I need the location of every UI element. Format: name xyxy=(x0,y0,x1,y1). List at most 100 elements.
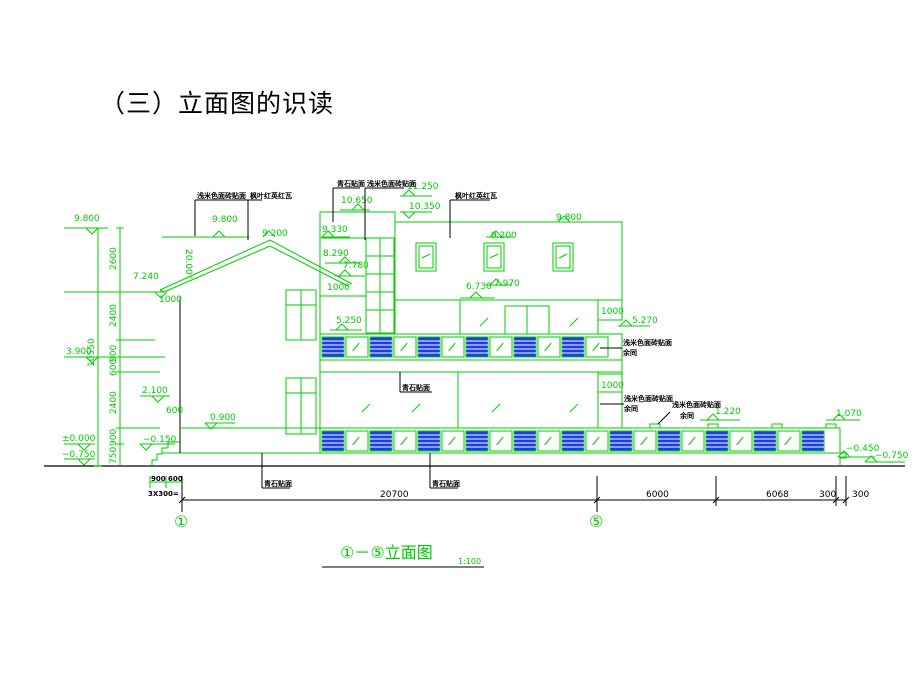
label-balcony-1b: 余同 xyxy=(622,348,637,357)
railing-panel xyxy=(489,430,513,452)
horizontal-dimensions: 900 600 3X300= 20700 6000 6068 300 300 xyxy=(148,475,869,512)
railing-panel xyxy=(393,336,417,358)
axis-markers: ① ⑤ xyxy=(174,512,603,531)
dim-1000-d: 1000 xyxy=(601,381,624,391)
ground-floor: 1000 xyxy=(319,372,624,428)
railing-panel xyxy=(561,430,585,452)
railing-panel xyxy=(753,430,777,452)
label-roof-tile-right: 枫叶红英红瓦 xyxy=(455,191,497,200)
window-lower-left xyxy=(285,377,317,435)
glass-mark xyxy=(688,436,696,446)
right-main-block: 9.800 9.200 7.970 6.730 1000 xyxy=(330,213,658,335)
railing-panel xyxy=(585,336,609,358)
railing-panel xyxy=(513,336,537,358)
vertical-dimension-chain: 2600 2400 10550 900 600 2400 900 750 xyxy=(87,227,160,467)
railing-panel xyxy=(417,430,441,452)
glass-mark xyxy=(448,342,456,352)
railing-panel xyxy=(657,430,681,452)
angle-20: 20.00° xyxy=(183,249,193,279)
caption-main: ①－⑤立面图 xyxy=(340,543,433,562)
label-stone-bottom-1: 青石贴面 xyxy=(264,479,292,488)
railing-panel xyxy=(321,336,345,358)
window-top-1 xyxy=(415,242,437,272)
glass-mark xyxy=(352,436,360,446)
hdim-300a: 300 xyxy=(819,490,836,500)
elev-0900: 0.900 xyxy=(210,413,236,423)
glass-mark xyxy=(496,342,504,352)
elev-11250: 11.250 xyxy=(407,182,439,192)
lower-balcony: 1.220 1.070 −0.450 −0.750 xyxy=(319,407,909,466)
railing-panel xyxy=(465,336,489,358)
railing-panel xyxy=(369,430,393,452)
elev-m0150: −0.150 xyxy=(143,435,177,445)
railing-panel xyxy=(777,430,801,452)
axis-1: ① xyxy=(174,512,188,531)
elev-10350: 10.350 xyxy=(409,202,441,212)
label-railing-b: 余同 xyxy=(679,411,694,420)
railing-panel xyxy=(585,430,609,452)
glass-mark xyxy=(784,436,792,446)
glass-mark xyxy=(400,436,408,446)
elev-7970: 7.970 xyxy=(494,279,520,289)
elev-7780: 7.780 xyxy=(343,261,369,271)
elev-6730: 6.730 xyxy=(466,282,492,292)
railing-panel xyxy=(633,430,657,452)
railing-panel xyxy=(705,430,729,452)
label-stone-top: 青石贴面 xyxy=(337,179,365,188)
glass-mark xyxy=(400,342,408,352)
railing-panel xyxy=(561,336,585,358)
window-upper-left xyxy=(285,289,317,341)
elev-9800-b: 9.800 xyxy=(556,213,582,223)
slide-title: （三）立面图的识读 xyxy=(100,89,335,118)
railing-panel xyxy=(321,430,345,452)
window-top-2 xyxy=(483,242,505,272)
elev-8290: 8.290 xyxy=(323,249,349,259)
drawing-caption: ①－⑤立面图 1:100 xyxy=(322,543,484,568)
elev-5250: 5.250 xyxy=(336,316,362,326)
elev-left-1: 7.240 xyxy=(133,272,159,282)
upper-balcony-panels xyxy=(321,336,609,358)
glass-mark xyxy=(496,436,504,446)
vdim-750: 750 xyxy=(109,447,119,464)
dim-600-a: 600 xyxy=(166,406,183,416)
vdim-900a: 900 xyxy=(109,345,119,362)
elev-10650: 10.650 xyxy=(341,196,373,206)
label-roof-tile: 枫叶红英红瓦 xyxy=(250,191,292,200)
elev-5270: 5.270 xyxy=(632,316,658,326)
elev-left-4: ±0.000 xyxy=(62,434,96,444)
elev-9200-b: 9.200 xyxy=(491,231,517,241)
label-paint-wall: 浅米色面砖贴面 xyxy=(197,191,246,200)
railing-panel xyxy=(417,336,441,358)
glass-mark xyxy=(736,436,744,446)
railing-panel xyxy=(345,430,369,452)
label-stone-bottom-2: 青石贴面 xyxy=(432,479,460,488)
railing-panel xyxy=(729,430,753,452)
glass-mark xyxy=(544,436,552,446)
material-labels: 浅米色面砖贴面 枫叶红英红瓦 青石贴面 浅米色面砖贴面 枫叶红英红瓦 浅米色面砖… xyxy=(194,179,721,489)
railing-panel xyxy=(369,336,393,358)
elev-left-2: 3.900 xyxy=(66,347,92,357)
elev-1220: 1.220 xyxy=(715,407,741,417)
railing-panel xyxy=(801,430,825,452)
railing-panel xyxy=(345,336,369,358)
left-wing: 9.800 9.200 20.00° 1000 0.900 −0.150 600 xyxy=(139,215,353,466)
hdim-900: 900 xyxy=(151,475,166,483)
glass-mark xyxy=(640,436,648,446)
dim-1000-b: 1000 xyxy=(327,283,350,293)
elev-left-5: −0.750 xyxy=(62,450,96,460)
railing-panel xyxy=(441,336,465,358)
hdim-6000: 6000 xyxy=(646,490,669,500)
hdim-300b: 300 xyxy=(852,490,869,500)
label-stone-mid: 青石贴面 xyxy=(402,383,430,392)
dim-1000-c: 1000 xyxy=(601,307,624,317)
railing-panel xyxy=(513,430,537,452)
glass-mark xyxy=(544,342,552,352)
elev-9800-a: 9.800 xyxy=(212,215,238,225)
vdim-600: 600 xyxy=(109,359,119,376)
lower-balcony-panels xyxy=(321,430,825,452)
vdim-900b: 900 xyxy=(109,429,119,446)
elev-9330: 9.330 xyxy=(322,225,348,235)
railing-panel xyxy=(441,430,465,452)
railing-panel xyxy=(681,430,705,452)
hdim-600: 600 xyxy=(168,475,183,483)
